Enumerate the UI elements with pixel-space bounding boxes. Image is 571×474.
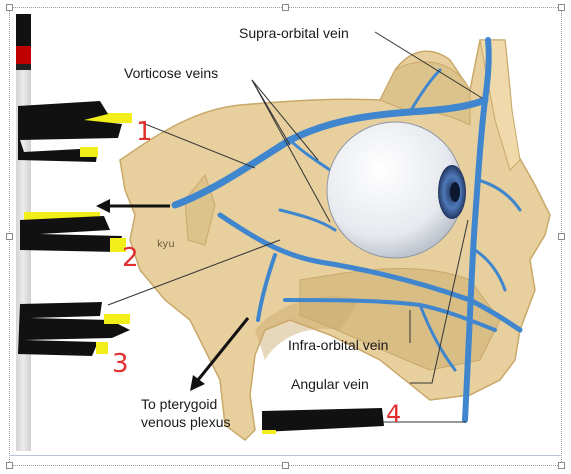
vein-branch-forehead (408, 68, 442, 114)
leader-label-1 (139, 121, 256, 169)
vein-network (171, 37, 523, 423)
angular-vein-path (462, 97, 488, 423)
leader-vorticose-3 (251, 79, 291, 146)
bone-shadow (255, 296, 360, 360)
scrollbar-red-marker (16, 46, 31, 64)
vein-branch-lower (473, 248, 507, 292)
handwritten-number-3: 3 (112, 349, 129, 379)
redaction-4 (262, 408, 384, 434)
leader-supra-orbital (374, 31, 483, 99)
leader-lines (107, 31, 483, 423)
vein-branch-cheek (418, 303, 457, 372)
vein-to-pterygoid (256, 253, 277, 322)
supra-orbital-vein-path (482, 37, 492, 103)
label-to-pterygoid-1: To pterygoid (141, 396, 217, 412)
redaction-2 (20, 212, 126, 252)
label-angular-vein: Angular vein (291, 376, 369, 392)
leader-angular (410, 219, 469, 384)
vorticose-vein-1 (288, 138, 332, 172)
resize-handle-bottom-right[interactable] (558, 462, 565, 469)
arrow-to-pterygoid (190, 317, 250, 391)
scrollbar-top-block (16, 14, 31, 46)
resize-handle-top-right[interactable] (558, 4, 565, 11)
arrow-left (96, 199, 170, 213)
resize-handle-middle-left[interactable] (6, 233, 13, 240)
label-infra-orbital-vein: Infra-orbital vein (288, 337, 388, 353)
pupil (450, 182, 460, 202)
label-to-pterygoid-2: venous plexus (141, 414, 231, 430)
sketch-mark: kyu (157, 239, 175, 250)
vein-branch-face (476, 178, 522, 212)
leader-vorticose-2 (251, 79, 331, 223)
resize-handle-bottom-left[interactable] (6, 462, 13, 469)
scrollbar-dark-marker (16, 64, 31, 70)
leader-label-3 (107, 239, 281, 306)
handwritten-number-2: 2 (122, 243, 139, 273)
bottom-rule (9, 455, 562, 456)
redaction-3 (18, 302, 130, 356)
resize-handle-bottom-middle[interactable] (282, 462, 289, 469)
superior-ophthalmic-vein (171, 96, 489, 209)
redaction-1 (18, 101, 132, 162)
vorticose-vein-2 (278, 208, 337, 232)
resize-handle-top-left[interactable] (6, 4, 13, 11)
leader-vorticose-1 (251, 79, 319, 161)
resize-handle-top-middle[interactable] (282, 4, 289, 11)
resize-handle-middle-right[interactable] (558, 233, 565, 240)
handwritten-number-4: 4 (386, 400, 401, 428)
handwritten-number-1: 1 (136, 117, 153, 147)
label-supra-orbital-vein: Supra-orbital vein (239, 25, 349, 41)
infra-orbital-vein-path (283, 298, 497, 332)
label-vorticose-veins: Vorticose veins (124, 65, 218, 81)
inferior-ophthalmic-vein (217, 212, 523, 333)
